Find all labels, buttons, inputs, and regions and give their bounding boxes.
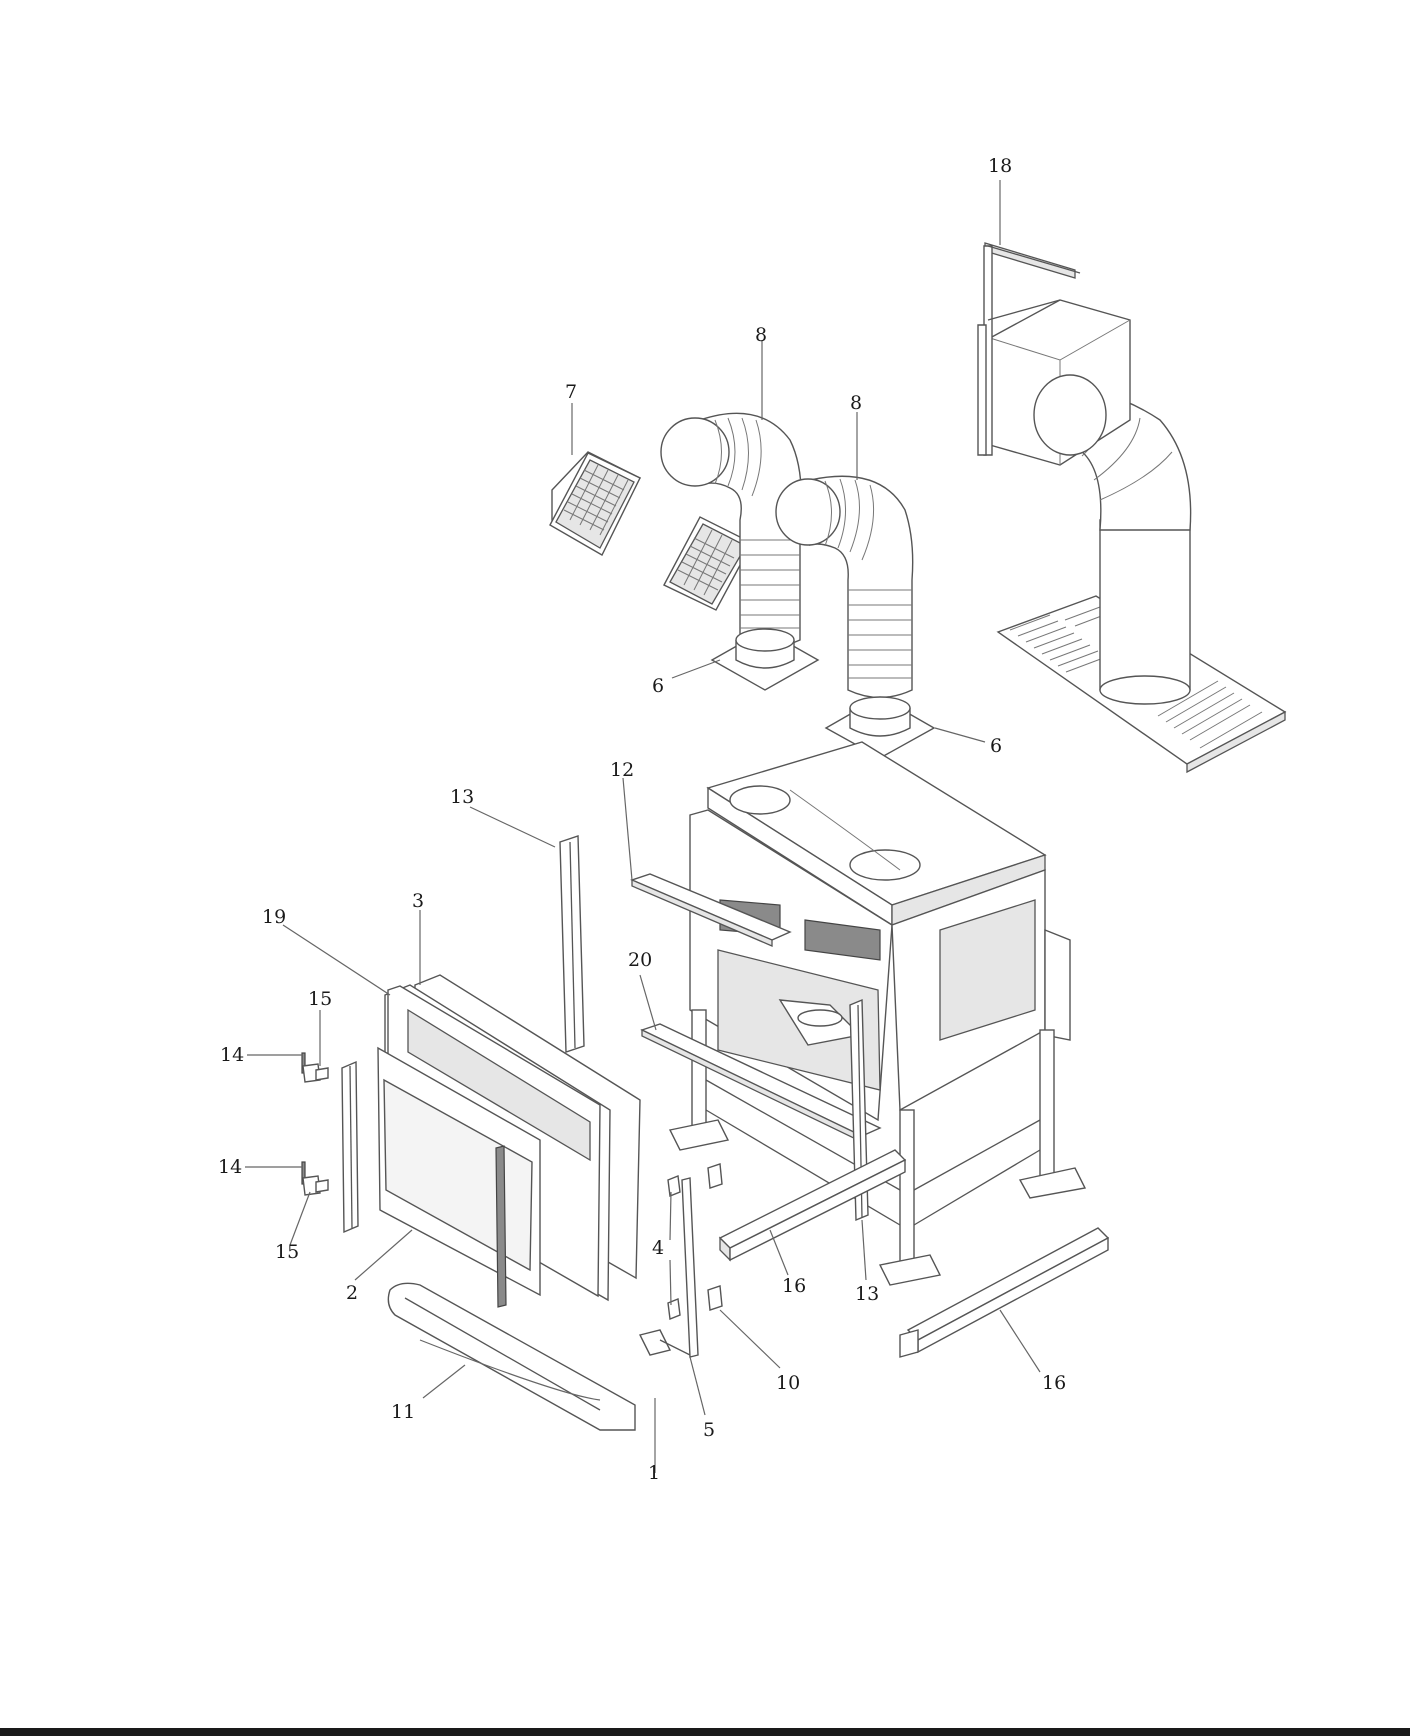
label-8-right: 8 [850, 392, 862, 414]
clip-part-10 [707, 1163, 723, 1311]
label-6-right: 6 [990, 735, 1002, 757]
label-16-left: 16 [782, 1275, 806, 1297]
label-4: 4 [652, 1237, 664, 1259]
ash-lip-part-11 [387, 1282, 636, 1431]
hinge-part-15-upper [301, 1052, 329, 1083]
trim-strip-part-13-left [559, 835, 585, 1053]
label-13-top: 13 [450, 786, 474, 808]
label-20: 20 [628, 949, 652, 971]
label-8-left: 8 [755, 324, 767, 346]
bottom-border [0, 1728, 1410, 1736]
label-10: 10 [776, 1372, 800, 1394]
label-3: 3 [412, 890, 424, 912]
collar-part-6-left [710, 628, 820, 691]
label-6-left: 6 [652, 675, 664, 697]
firebox-assembly [668, 741, 1087, 1286]
flex-duct-part-8-right [775, 475, 914, 699]
label-15-top: 15 [308, 988, 332, 1010]
label-11: 11 [391, 1401, 415, 1423]
rail-part-16-right [899, 1227, 1110, 1358]
label-18: 18 [988, 155, 1012, 177]
label-14-bottom: 14 [218, 1156, 242, 1178]
label-12: 12 [610, 759, 634, 781]
collar-part-6-right [824, 696, 936, 759]
label-5: 5 [703, 1419, 715, 1441]
label-13-bottom: 13 [855, 1283, 879, 1305]
screw-part-4 [667, 1175, 681, 1320]
flex-duct-part-8-left [660, 412, 802, 647]
rail-part-16-left [718, 1149, 907, 1262]
door-part-2 [377, 1046, 541, 1308]
side-strip-left [341, 1060, 359, 1234]
grille-part-7 [549, 451, 642, 556]
label-15-bottom: 15 [275, 1241, 299, 1263]
deflector-part-12 [630, 873, 792, 947]
bracket-part-5 [638, 1177, 699, 1358]
label-16-right: 16 [1042, 1372, 1066, 1394]
hinge-part-15-lower [301, 1161, 329, 1196]
part-labels: 18 8 8 7 6 6 12 13 3 19 20 15 14 14 4 15… [218, 155, 1066, 1484]
label-19: 19 [262, 906, 286, 928]
outside-air-kit-part-18 [977, 242, 1287, 774]
leader-lines [245, 180, 1041, 1473]
label-14-top: 14 [220, 1044, 244, 1066]
label-7: 7 [565, 381, 577, 403]
label-2: 2 [346, 1282, 358, 1304]
grille-lower [663, 516, 753, 611]
label-1: 1 [648, 1462, 660, 1484]
